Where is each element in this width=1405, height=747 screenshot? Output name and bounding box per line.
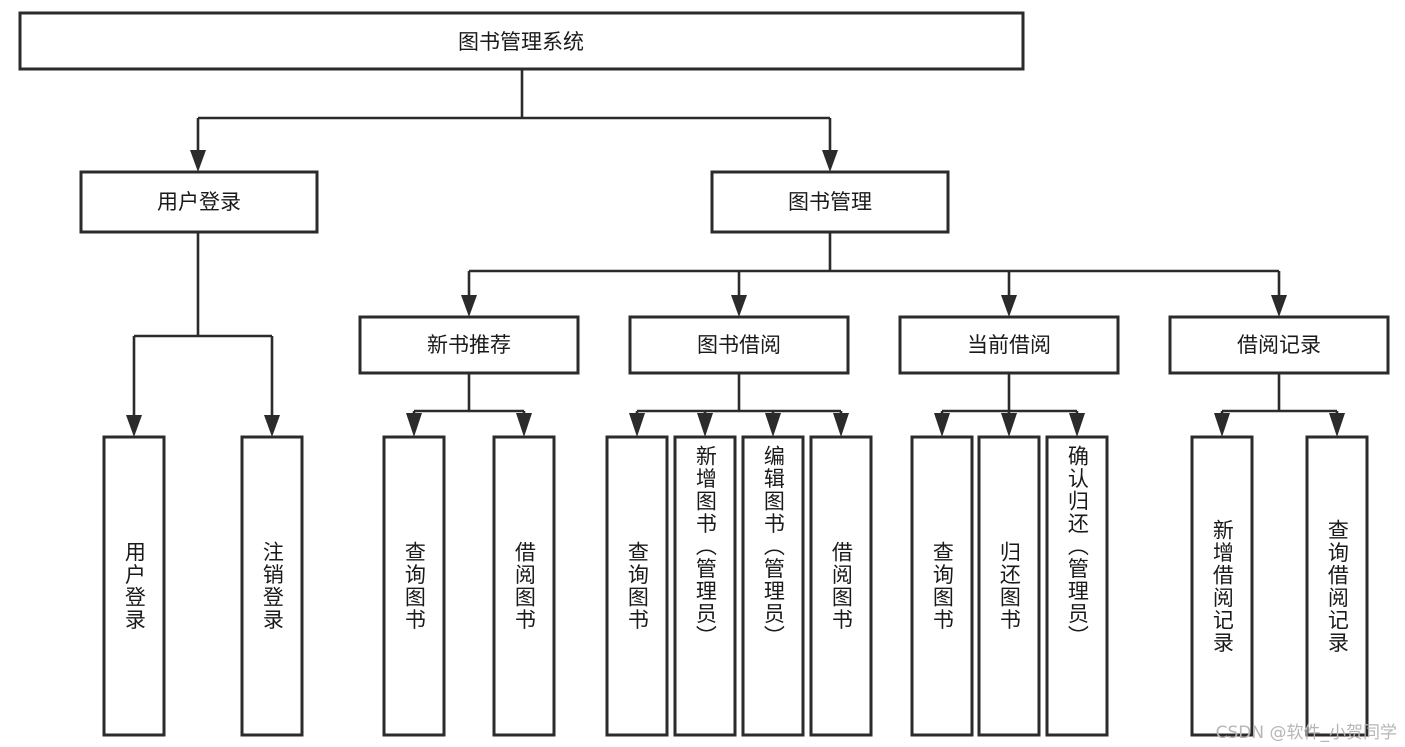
arrow-root-to-userlogin — [190, 150, 206, 172]
arrow-bookborrow-c3 — [765, 413, 781, 437]
node-cb-query[interactable] — [910, 435, 974, 737]
arrow-userlogin-c2 — [264, 415, 280, 437]
node-book-borrow-label: 图书借阅 — [697, 333, 781, 357]
arrow-borrowrecord-c2 — [1329, 413, 1345, 437]
node-layer: 图书管理系统 用户登录 图书管理 新书推荐 图书借阅 当前借阅 借阅记录 — [18, 11, 1390, 737]
arrow-currentborrow-c2 — [1001, 413, 1017, 437]
node-cb-confirm[interactable] — [1045, 435, 1109, 737]
arrow-root-to-bookmanage — [822, 150, 838, 172]
node-nb-borrow[interactable] — [492, 435, 556, 737]
connector-layer — [126, 69, 1345, 437]
node-br-add[interactable] — [1190, 435, 1254, 737]
node-user-login[interactable] — [79, 170, 319, 234]
node-user-login-do[interactable] — [102, 435, 166, 737]
node-br-query[interactable] — [1305, 435, 1369, 737]
node-current-borrow[interactable] — [898, 315, 1120, 375]
node-book-manage-label: 图书管理 — [788, 190, 872, 214]
arrow-bookborrow-c1 — [629, 413, 645, 437]
node-root[interactable] — [18, 11, 1025, 71]
node-borrow-record[interactable] — [1168, 315, 1390, 375]
arrow-bookmanage-c2 — [731, 295, 747, 317]
arrow-newbook-c1 — [406, 413, 422, 437]
arrow-bookborrow-c2 — [697, 413, 713, 437]
arrow-bookborrow-c4 — [833, 413, 849, 437]
node-bb-borrow[interactable] — [809, 435, 873, 737]
arrow-bookmanage-c3 — [1001, 295, 1017, 317]
node-cb-return[interactable] — [977, 435, 1041, 737]
arrow-bookmanage-c4 — [1271, 295, 1287, 317]
node-new-book-rec[interactable] — [358, 315, 580, 375]
node-bb-query[interactable] — [605, 435, 669, 737]
arrow-currentborrow-c3 — [1069, 413, 1085, 437]
node-new-book-rec-label: 新书推荐 — [427, 333, 511, 357]
node-user-logout[interactable] — [240, 435, 304, 737]
node-bb-edit[interactable] — [741, 435, 805, 737]
arrow-borrowrecord-c1 — [1214, 413, 1230, 437]
arrow-newbook-c2 — [516, 413, 532, 437]
arrow-userlogin-c1 — [126, 415, 142, 437]
arrow-bookmanage-c1 — [461, 295, 477, 317]
node-nb-query[interactable] — [382, 435, 446, 737]
node-root-label: 图书管理系统 — [458, 30, 584, 54]
node-current-borrow-label: 当前借阅 — [967, 333, 1051, 357]
node-user-login-label: 用户登录 — [157, 190, 241, 214]
node-borrow-record-label: 借阅记录 — [1237, 333, 1321, 357]
node-bb-add[interactable] — [673, 435, 737, 737]
node-book-borrow[interactable] — [628, 315, 850, 375]
node-book-manage[interactable] — [710, 170, 950, 234]
arrow-currentborrow-c1 — [934, 413, 950, 437]
